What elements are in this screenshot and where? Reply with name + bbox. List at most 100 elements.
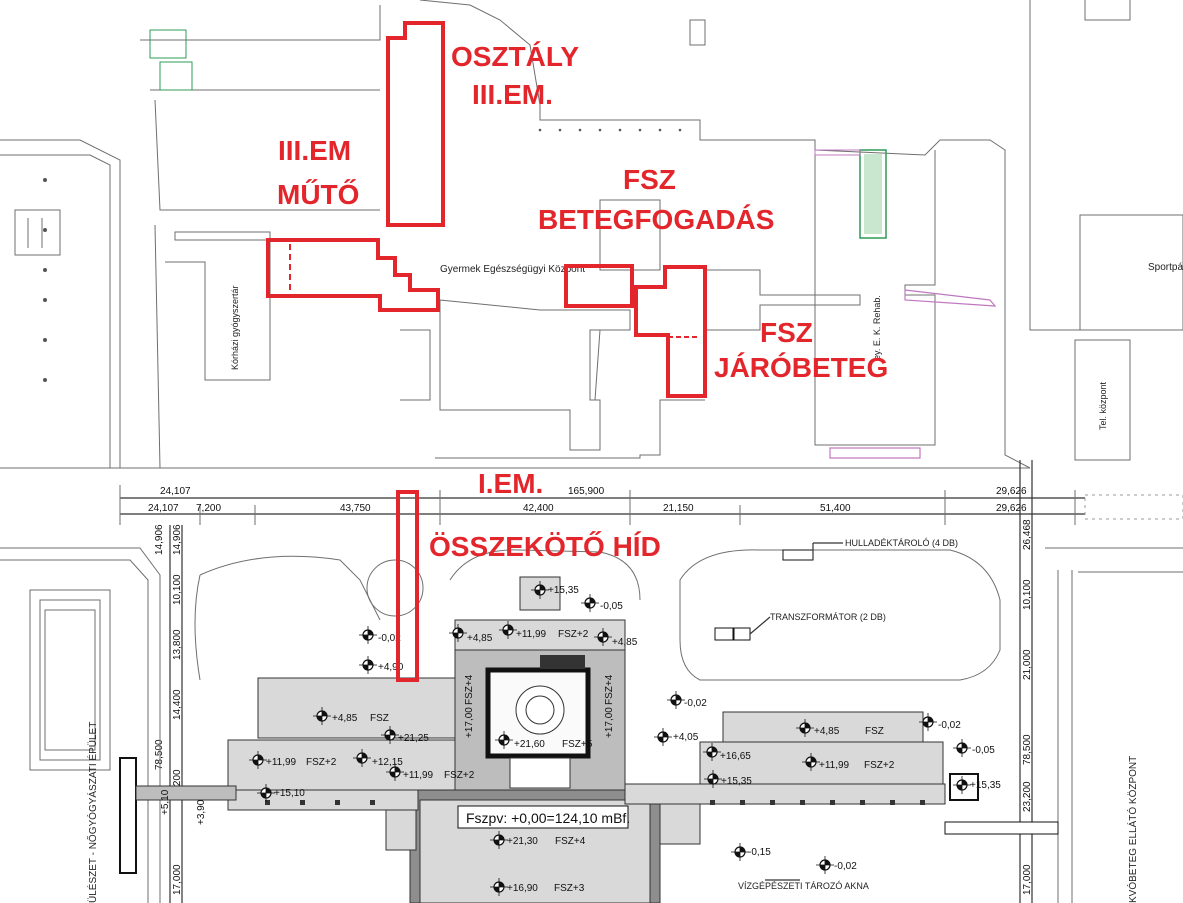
- elevation-label: FSZ+4: [555, 836, 586, 847]
- highlight-osztaly: [386, 21, 445, 227]
- annotation-jarobeteg-2: JÁRÓBETEG: [714, 352, 888, 383]
- elevation-crosshair: [490, 831, 508, 849]
- elevation-label: -0,05: [972, 745, 995, 756]
- dim-d9: 29,626: [996, 486, 1027, 497]
- elevation-label: +17,00: [604, 707, 615, 738]
- elevation-label: +11,99: [403, 770, 434, 781]
- elevation-label: FSZ+2: [864, 760, 895, 771]
- elevation-crosshair: [499, 621, 517, 639]
- elevation-crosshair: [953, 739, 971, 757]
- elevation-crosshair: [796, 719, 814, 737]
- elevation-label: +12,15: [372, 757, 403, 768]
- elevation-label: -0,05: [600, 601, 623, 612]
- fence-dots: [43, 128, 682, 382]
- annotation-osztaly-2: III.EM.: [472, 79, 553, 110]
- annotation-jarobeteg-1: FSZ: [760, 317, 813, 348]
- dim-v4: 13,800: [172, 629, 183, 660]
- elevation-label: FSZ+4: [604, 674, 615, 705]
- elevation-label: +15,35: [721, 776, 752, 787]
- elevation-crosshair: [531, 581, 549, 599]
- dashed-strip: [1084, 494, 1183, 520]
- elevation-label: FSZ+3: [554, 883, 585, 894]
- elevation-label: -0,15: [748, 847, 771, 858]
- elevation-crosshair: [495, 731, 513, 749]
- dim-v14: 17,000: [1022, 864, 1033, 895]
- elevation-label: +11,99: [516, 629, 547, 640]
- elevation-label: +16,65: [720, 751, 751, 762]
- elevation-label: +11,99: [266, 757, 297, 768]
- dim-v7: 23,200: [172, 769, 183, 800]
- elevation-label: +4,85: [332, 713, 358, 724]
- elevation-crosshair: [703, 743, 721, 761]
- elevation-crosshair: [704, 770, 722, 788]
- elevation-label: FSZ+2: [444, 770, 475, 781]
- dim-v9: 26,468: [1022, 519, 1033, 550]
- elevation-crosshair: [490, 878, 508, 896]
- annotation-hid: ÖSSZEKÖTŐ HÍD: [429, 531, 661, 562]
- label-szuleszet: ÜLÉSZET - NŐGYÓGYÁSZATI ÉPÜLET: [85, 722, 99, 903]
- label-vizgepeszet: VÍZGÉPÉSZETI TÁROZÓ AKNA: [738, 881, 869, 891]
- elevation-crosshair: [667, 691, 685, 709]
- dim-d7: 21,150: [663, 503, 694, 514]
- elevation-crosshair: [731, 843, 749, 861]
- dim-v11: 21,000: [1022, 649, 1033, 680]
- lower-site-outlines: [0, 547, 1183, 903]
- annotation-betegfogadas-2: BETEGFOGADÁS: [538, 204, 774, 235]
- label-tel: Tel. központ: [1098, 381, 1108, 430]
- elevation-label: FSZ: [865, 726, 884, 737]
- elevation-crosshair: [381, 726, 399, 744]
- elevation-crosshair: [654, 728, 672, 746]
- elevation-label: +5,10: [160, 789, 171, 815]
- elevation-label: +4,05: [673, 732, 699, 743]
- elevation-label: +16,90: [507, 883, 538, 894]
- elevation-label: -0,02: [938, 720, 961, 731]
- dim-v12: 78,500: [1022, 734, 1033, 765]
- highlight-betegfogadas: [564, 264, 634, 308]
- elevation-crosshair: [313, 707, 331, 725]
- annotation-betegfogadas-1: FSZ: [623, 164, 676, 195]
- elevation-label: FSZ+4: [464, 674, 475, 705]
- elevation-label: +15,35: [548, 585, 579, 596]
- elevation-crosshair: [353, 749, 371, 767]
- elevation-label: -0,02: [378, 633, 401, 644]
- elevation-label: +21,30: [507, 836, 538, 847]
- elevation-crosshair: [386, 763, 404, 781]
- elevation-crosshair: [359, 656, 377, 674]
- label-hulladek: HULLADÉKTÁROLÓ (4 DB): [845, 538, 958, 548]
- elevation-label: FSZ+5: [562, 739, 593, 750]
- dim-v8: 17,000: [172, 864, 183, 895]
- elevation-crosshair: [594, 628, 612, 646]
- label-sportpalya: Sportpá: [1148, 262, 1183, 273]
- elevation-crosshair: [449, 624, 467, 642]
- dim-d3: 7,200: [196, 503, 221, 514]
- dim-d1: 24,107: [160, 486, 191, 497]
- elevation-crosshair: [802, 753, 820, 771]
- label-rehab: ey. E. K. Rehab.: [872, 295, 882, 360]
- dim-d2: 24,107: [148, 503, 179, 514]
- elevation-crosshair: [581, 594, 599, 612]
- elevation-crosshair: [919, 713, 937, 731]
- elevation-label: FSZ: [370, 713, 389, 724]
- base-level-text: Fszpv: +0,00=124,10 mBf.: [466, 810, 630, 826]
- annotation-osztaly-1: OSZTÁLY: [451, 41, 579, 72]
- elevation-label: +11,99: [819, 760, 850, 771]
- dim-d10: 29,626: [996, 503, 1027, 514]
- upper-campus-outlines: [0, 0, 1183, 469]
- highlight-hid: [396, 490, 419, 682]
- base-level-box: [457, 805, 629, 829]
- elevation-crosshair: [359, 626, 377, 644]
- elevation-crosshair: [249, 751, 267, 769]
- elevation-label: -0,02: [684, 698, 707, 709]
- elevation-label: +4,85: [467, 633, 493, 644]
- highlight-areas: [266, 21, 707, 682]
- elevation-label: +4,90: [378, 662, 404, 673]
- elevation-label: +3,90: [196, 799, 207, 825]
- elevation-label: +4,85: [612, 637, 638, 648]
- annotation-mutto-1: III.EM: [278, 135, 351, 166]
- elevation-crosshair: [257, 784, 275, 802]
- dim-d5: 165,900: [568, 486, 605, 497]
- annotation-iem: I.EM.: [478, 468, 543, 499]
- elevation-label: FSZ+2: [306, 757, 337, 768]
